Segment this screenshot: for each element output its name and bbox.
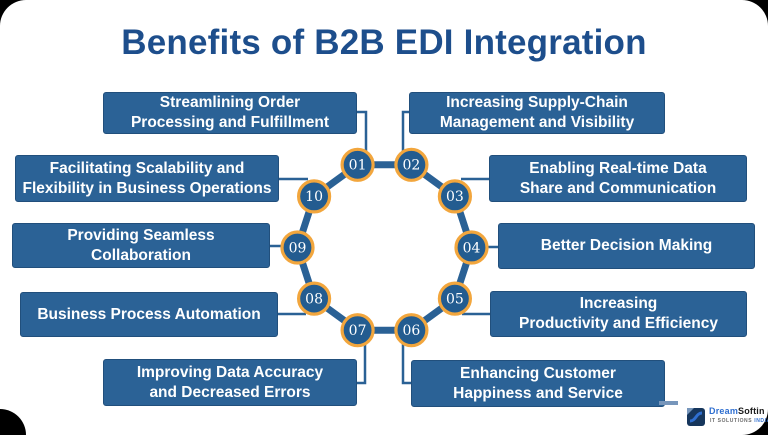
benefit-line-1: Improving Data Accuracy bbox=[136, 363, 324, 381]
logo-accent-bar bbox=[659, 401, 678, 405]
connector-06 bbox=[401, 340, 411, 385]
node-number-10: 10 bbox=[305, 189, 323, 205]
node-circle-08 bbox=[297, 281, 332, 316]
benefit-box-07: Improving Data Accuracy and Decreased Er… bbox=[103, 359, 357, 406]
benefit-line-2: Happiness and Service bbox=[453, 384, 623, 402]
benefit-box-05: Increasing Productivity and Efficiency bbox=[490, 291, 747, 337]
benefit-box-09: Providing Seamless Collaboration bbox=[12, 223, 270, 268]
node-number-03: 03 bbox=[446, 189, 464, 205]
benefit-box-02: Increasing Supply-Chain Management and V… bbox=[409, 92, 665, 134]
benefit-line-1: Enhancing Customer bbox=[460, 364, 616, 382]
corner-mark-top-right bbox=[742, 0, 768, 26]
brand-tagline-left: IT SOLUTIONS bbox=[710, 418, 753, 424]
brand-tagline: IT SOLUTIONS INDIA bbox=[710, 418, 768, 424]
benefit-box-10: Facilitating Scalability and Flexibility… bbox=[15, 155, 279, 202]
brand-word-secondary: Softin bbox=[738, 406, 765, 416]
connector-07 bbox=[357, 340, 367, 385]
benefit-box-03: Enabling Real-time Data Share and Commun… bbox=[489, 155, 747, 202]
ring-nodes: 01 02 03 04 05 06 07 08 09 10 bbox=[280, 147, 489, 348]
benefit-line-2: Productivity and Efficiency bbox=[519, 315, 718, 332]
node-number-01: 01 bbox=[349, 158, 367, 174]
benefit-line-2: Collaboration bbox=[91, 246, 191, 264]
page-title: Benefits of B2B EDI Integration bbox=[121, 23, 647, 62]
benefit-box-04: Better Decision Making bbox=[498, 223, 755, 269]
node-circle-06 bbox=[394, 313, 429, 348]
benefit-line-1: Streamlining Order bbox=[159, 94, 301, 111]
benefit-line-2: and Decreased Errors bbox=[149, 383, 311, 401]
connector-01 bbox=[357, 110, 368, 152]
node-number-07: 07 bbox=[349, 323, 367, 339]
benefit-line-2: Flexibility in Business Operations bbox=[22, 179, 272, 197]
node-circle-04 bbox=[454, 230, 489, 265]
benefit-line-2: Share and Communication bbox=[519, 179, 717, 197]
node-number-02: 02 bbox=[402, 158, 420, 174]
node-circle-03 bbox=[437, 179, 472, 214]
benefit-line-1: Better Decision Making bbox=[540, 237, 713, 254]
node-circle-01 bbox=[340, 147, 375, 182]
brand-word-primary: Dream bbox=[709, 406, 739, 416]
node-circle-10 bbox=[297, 179, 332, 214]
brand-logo: DreamSoftin IT SOLUTIONS INDIA bbox=[655, 398, 768, 434]
corner-mark-bottom-left bbox=[0, 409, 26, 435]
benefit-line-1: Providing Seamless bbox=[67, 226, 215, 244]
brand-logo-icon bbox=[687, 408, 705, 426]
connector-lines bbox=[270, 110, 498, 385]
benefit-box-01: Streamlining Order Processing and Fulfil… bbox=[103, 92, 357, 134]
node-number-04: 04 bbox=[463, 240, 481, 256]
benefit-line-2: Management and Visibility bbox=[439, 114, 635, 131]
ring-path bbox=[294, 161, 475, 334]
benefit-line-1: Increasing bbox=[579, 295, 658, 312]
benefit-box-06: Enhancing Customer Happiness and Service bbox=[411, 360, 665, 407]
node-circle-02 bbox=[394, 147, 429, 182]
brand-wordmark: DreamSoftin bbox=[709, 406, 765, 416]
benefit-line-1: Enabling Real-time Data bbox=[529, 159, 707, 177]
benefit-line-2: Processing and Fulfillment bbox=[130, 114, 330, 131]
benefit-box-08: Business Process Automation bbox=[20, 292, 278, 337]
node-number-09: 09 bbox=[289, 240, 307, 256]
node-number-08: 08 bbox=[305, 291, 323, 307]
benefit-line-1: Business Process Automation bbox=[37, 305, 261, 323]
corner-mark-top-left bbox=[0, 0, 26, 26]
node-circle-05 bbox=[437, 281, 472, 316]
benefit-line-1: Facilitating Scalability and bbox=[49, 159, 245, 177]
node-number-05: 05 bbox=[446, 291, 464, 307]
benefit-line-1: Increasing Supply-Chain bbox=[446, 94, 628, 111]
node-circle-09 bbox=[280, 230, 315, 265]
node-circle-07 bbox=[340, 313, 375, 348]
node-number-06: 06 bbox=[402, 323, 420, 339]
brand-tagline-right: INDIA bbox=[754, 418, 768, 424]
